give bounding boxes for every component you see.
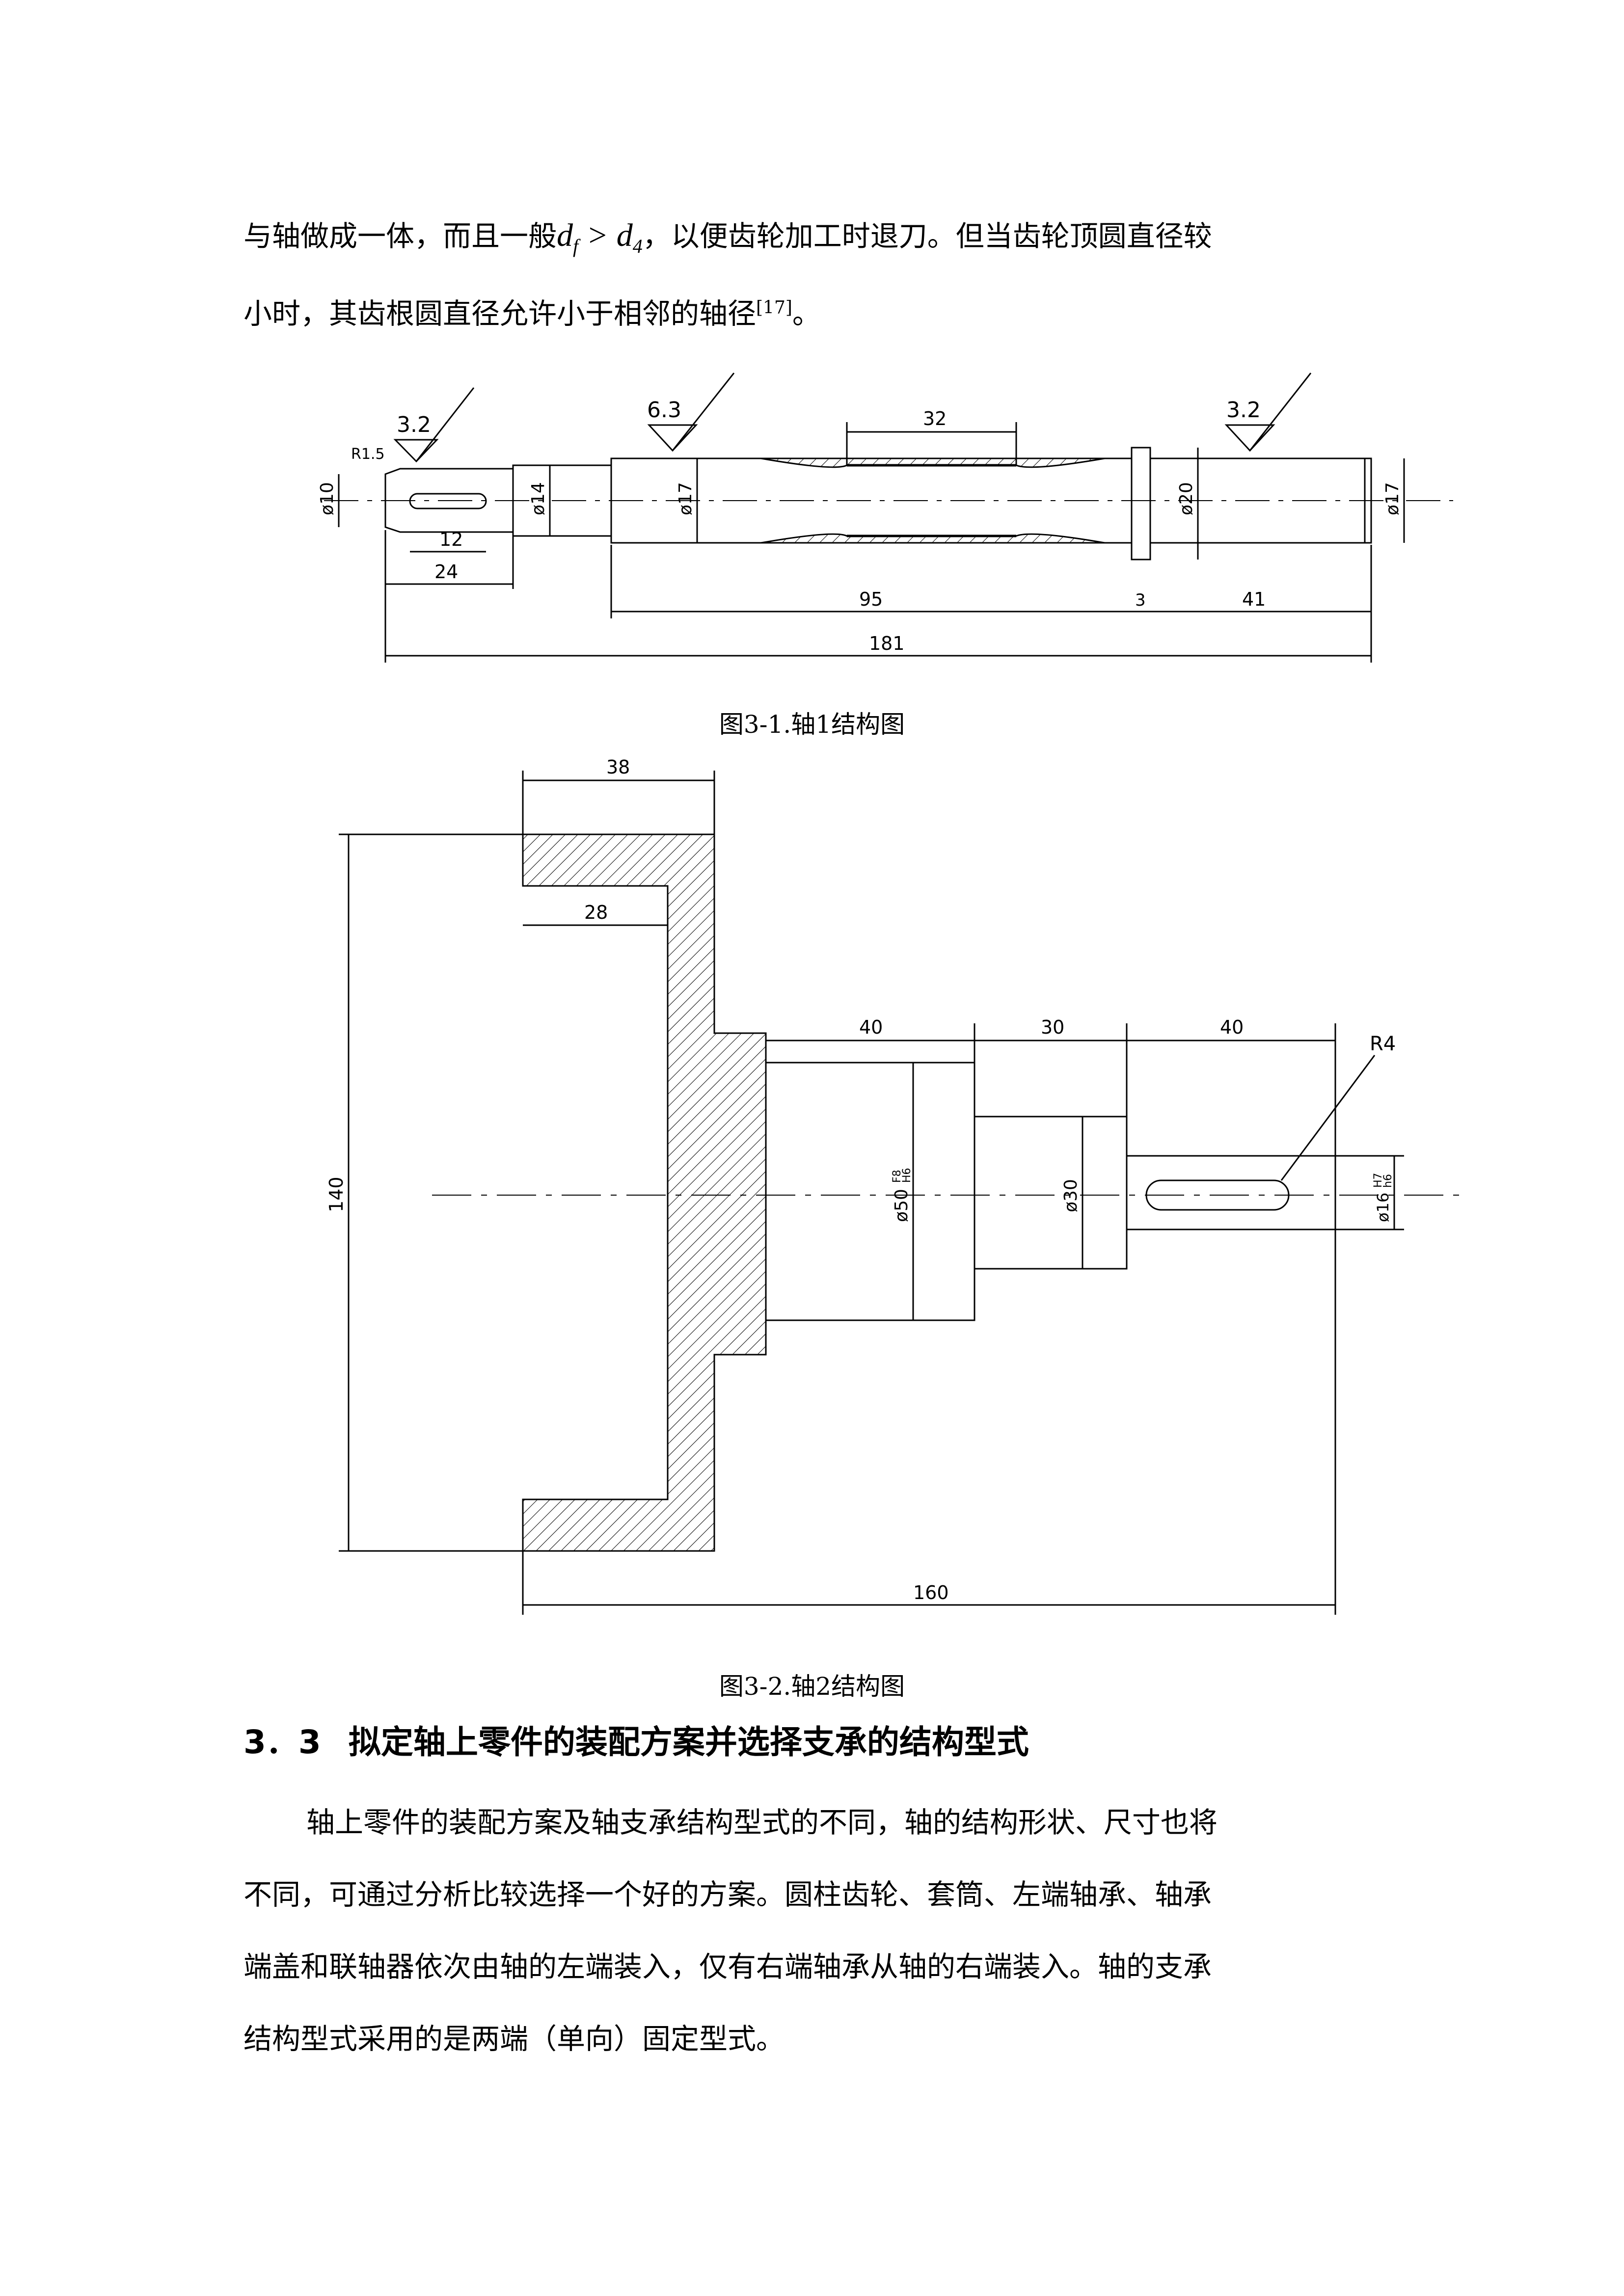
figure1-caption: 图3-1.轴1结构图 [719, 710, 905, 739]
radius-r15: R1.5 [351, 446, 385, 463]
section-number: 3．3 [244, 1723, 321, 1761]
dim-seg-24: 24 [434, 561, 458, 583]
dim-seg-b-30: 30 [1041, 1016, 1064, 1038]
body-line-3: 端盖和联轴器依次由轴的左端装入，仅有右端轴承从轴的右端装入。轴的支承 [244, 1950, 1212, 1983]
dim-top-38: 38 [606, 756, 630, 778]
svg-text:H7: H7 [1372, 1173, 1384, 1188]
dim-seg-a-40: 40 [859, 1016, 883, 1038]
radius-r4: R4 [1370, 1033, 1396, 1055]
dia-30-label: ø30 [1061, 1179, 1081, 1212]
section-title: 拟定轴上零件的装配方案并选择支承的结构型式 [348, 1723, 1029, 1761]
intro-line-1: 与轴做成一体，而且一般df > d4，以便齿轮加工时退刀。但当齿轮顶圆直径较 [244, 217, 1212, 258]
shaft1-drawing: 3.2 6.3 3.2 R1.5 32 12 24 95 3 41 181 ø1… [317, 373, 1453, 663]
svg-text:ø16: ø16 [1374, 1193, 1392, 1222]
dim-seg-c-40: 40 [1220, 1016, 1244, 1038]
svg-text:F8: F8 [891, 1170, 903, 1183]
dim-inner-28: 28 [584, 902, 608, 923]
dim-key-12: 12 [439, 529, 463, 550]
roughness-2: 6.3 [647, 398, 681, 423]
citation-ref[interactable]: [17] [756, 297, 792, 318]
body-line-1: 轴上零件的装配方案及轴支承结构型式的不同，轴的结构形状、尺寸也将 [306, 1806, 1218, 1839]
dim-height-140: 140 [325, 1176, 347, 1212]
dim-collar-3: 3 [1135, 590, 1146, 610]
dia-17: ø17 [676, 482, 696, 515]
roughness-1: 3.2 [397, 412, 431, 437]
dia-16-label: ø16 H7 h6 [1372, 1173, 1394, 1222]
dia-10: ø10 [317, 482, 337, 515]
dim-mid-95: 95 [859, 588, 883, 610]
svg-text:h6: h6 [1382, 1174, 1394, 1188]
dia-20: ø20 [1176, 482, 1196, 515]
dim-right-41: 41 [1242, 588, 1266, 610]
roughness-3: 3.2 [1226, 398, 1261, 423]
figure2-caption: 图3-2.轴2结构图 [719, 1672, 905, 1701]
dim-total-181: 181 [869, 633, 905, 654]
svg-text:ø50: ø50 [892, 1189, 912, 1222]
body-line-2: 不同，可通过分析比较选择一个好的方案。圆柱齿轮、套筒、左端轴承、轴承 [244, 1878, 1212, 1911]
body-line-4: 结构型式采用的是两端（单向）固定型式。 [244, 2022, 785, 2056]
shaft2-drawing: 38 28 140 40 30 40 R4 160 ø50 F8 H6 ø30 … [325, 756, 1468, 1615]
formula-df-gt-d4: df > d4 [557, 217, 643, 258]
section-heading: 3．3 拟定轴上零件的装配方案并选择支承的结构型式 [244, 1716, 1029, 1763]
dia-14: ø14 [528, 482, 548, 515]
intro-line-2: 小时，其齿根圆直径允许小于相邻的轴径[17]。 [244, 297, 821, 330]
dia-50-label: ø50 F8 H6 [891, 1168, 913, 1222]
svg-text:H6: H6 [901, 1168, 913, 1183]
dim-total-160: 160 [913, 1582, 949, 1603]
dia-17-right: ø17 [1382, 482, 1403, 515]
dim-groove-32: 32 [923, 408, 947, 429]
